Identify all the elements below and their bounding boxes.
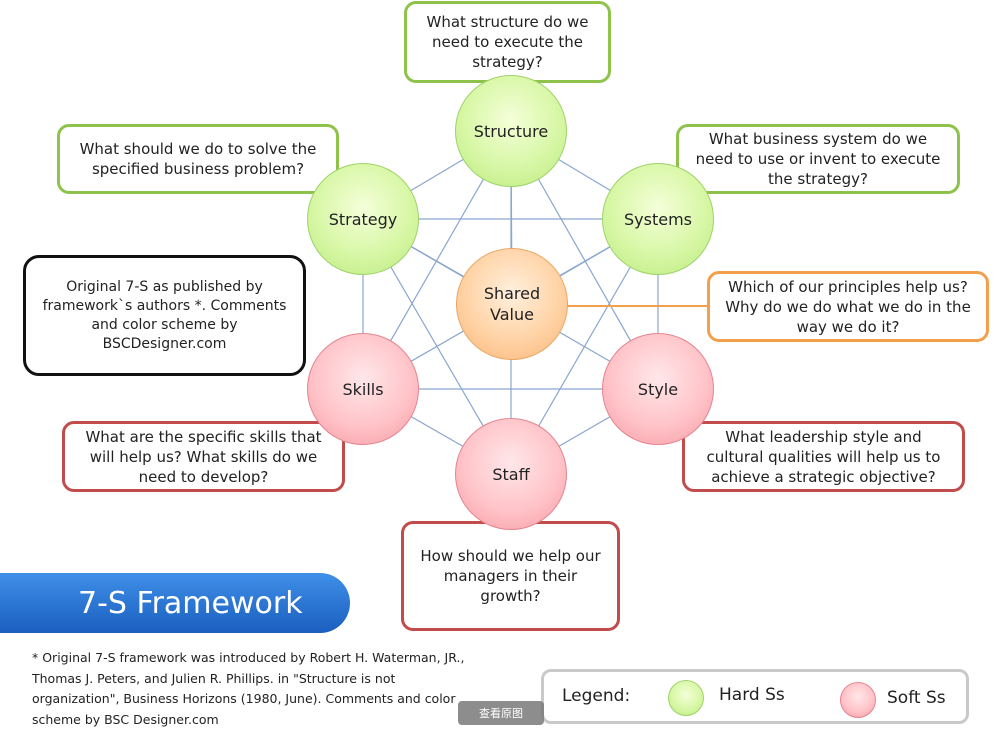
style-question-box: What leadership style and cultural quali… <box>682 421 965 492</box>
legend-hard-label: Hard Ss <box>719 685 785 705</box>
strategy-question-box: What should we do to solve the specified… <box>57 124 339 194</box>
staff-node: Staff <box>455 418 567 530</box>
authors-note-box: Original 7-S as published by framework`s… <box>23 255 306 376</box>
staff-node-label: Staff <box>492 464 530 484</box>
legend: Legend: Hard Ss Soft Ss <box>541 669 969 724</box>
structure-question-box: What structure do we need to execute the… <box>404 1 611 83</box>
style-question-text: What leadership style and cultural quali… <box>706 427 941 486</box>
legend-soft-label: Soft Ss <box>887 688 946 708</box>
systems-question-text: What business system do we need to use o… <box>695 130 941 188</box>
systems-node-label: Systems <box>624 209 692 229</box>
strategy-node: Strategy <box>307 163 419 275</box>
style-node-label: Style <box>637 379 679 399</box>
staff-question-text: How should we help our managers in their… <box>420 547 601 605</box>
systems-question-box: What business system do we need to use o… <box>676 124 960 194</box>
diagram-title: 7-S Framework <box>78 585 303 621</box>
shared-value-question-box: Which of our principles help us? Why do … <box>707 271 989 342</box>
structure-node-label: Structure <box>473 121 549 141</box>
systems-node: Systems <box>602 163 714 275</box>
staff-question-box: How should we help our managers in their… <box>401 521 620 631</box>
legend-hard-swatch <box>668 680 704 716</box>
skills-question-box: What are the specific skills that will h… <box>62 421 345 492</box>
structure-question-text: What structure do we need to execute the… <box>426 13 589 71</box>
shared-value-question-text: Which of our principles help us? Why do … <box>725 277 971 336</box>
structure-node: Structure <box>455 75 567 187</box>
legend-soft-swatch <box>840 682 876 718</box>
view-original-label: 查看原图 <box>479 707 523 720</box>
skills-node: Skills <box>307 333 419 445</box>
view-original-button[interactable]: 查看原图 <box>458 701 544 725</box>
style-node: Style <box>602 333 714 445</box>
legend-label: Legend: <box>562 686 631 706</box>
authors-note-text: Original 7-S as published by framework`s… <box>42 278 287 352</box>
strategy-node-label: Strategy <box>328 209 398 229</box>
shared-value-node-label: Shared Value <box>483 284 541 324</box>
shared-value-node: Shared Value <box>456 248 568 360</box>
footnote: * Original 7-S framework was introduced … <box>32 650 465 727</box>
skills-node-label: Skills <box>342 379 384 399</box>
title-banner: 7-S Framework <box>0 573 350 633</box>
skills-question-text: What are the specific skills that will h… <box>85 427 322 486</box>
strategy-question-text: What should we do to solve the specified… <box>79 140 317 178</box>
